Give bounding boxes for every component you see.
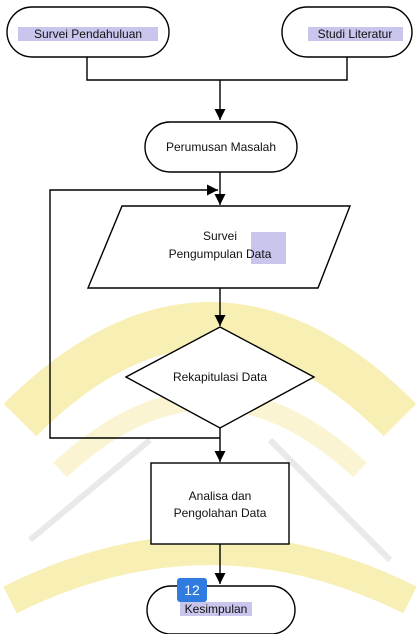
studi-literatur-label: Studi Literatur <box>318 27 393 41</box>
perumusan-masalah-label: Perumusan Masalah <box>166 140 276 154</box>
node-kesimpulan: Kesimpulan <box>146 585 296 634</box>
connector-lines <box>49 57 348 584</box>
node-studi-literatur: Studi Literatur <box>281 6 413 58</box>
node-rekapitulasi-data: Rekapitulasi Data <box>124 326 316 429</box>
node-survei-pendahuluan: Survei Pendahuluan <box>6 6 170 58</box>
analisa-line1: Analisa dan <box>189 489 252 503</box>
node-analisa-pengolahan-data: Analisa dan Pengolahan Data <box>150 462 290 545</box>
merge-connector <box>86 57 348 81</box>
survei-pengumpulan-line2: Pengumpulan Data <box>169 247 272 261</box>
survei-pengumpulan-line1: Survei <box>203 229 237 243</box>
kesimpulan-label: Kesimpulan <box>185 602 248 616</box>
rekapitulasi-data-label: Rekapitulasi Data <box>173 370 267 384</box>
analisa-line2: Pengolahan Data <box>174 506 267 520</box>
page-number-badge: 12 <box>177 578 207 602</box>
survei-pendahuluan-label: Survei Pendahuluan <box>34 27 142 41</box>
node-perumusan-masalah: Perumusan Masalah <box>144 121 298 173</box>
node-survei-pengumpulan-data: Survei Pengumpulan Data <box>86 205 352 289</box>
feedback-loop <box>49 184 220 439</box>
page-number: 12 <box>184 582 200 598</box>
